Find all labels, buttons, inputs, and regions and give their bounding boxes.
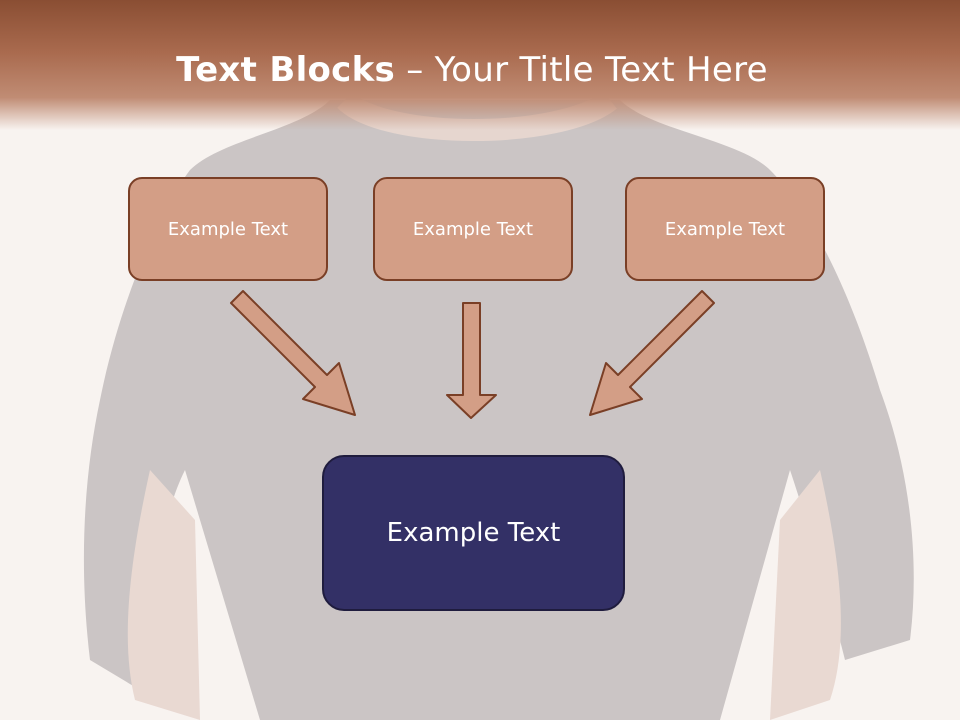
title-bold: Text Blocks (176, 50, 396, 90)
main-text-block[interactable]: Example Text (322, 455, 625, 611)
title-bar (0, 0, 960, 130)
slide-title: Text Blocks – Your Title Text Here (0, 50, 944, 90)
down-arrow-icon (446, 302, 497, 419)
text-block-2[interactable]: Example Text (373, 177, 573, 281)
text-block-3[interactable]: Example Text (625, 177, 825, 281)
title-rest: – Your Title Text Here (395, 50, 768, 90)
text-block-1[interactable]: Example Text (128, 177, 328, 281)
diagonal-down-left-arrow-icon (589, 290, 715, 416)
diagonal-down-right-arrow-icon (230, 290, 356, 416)
